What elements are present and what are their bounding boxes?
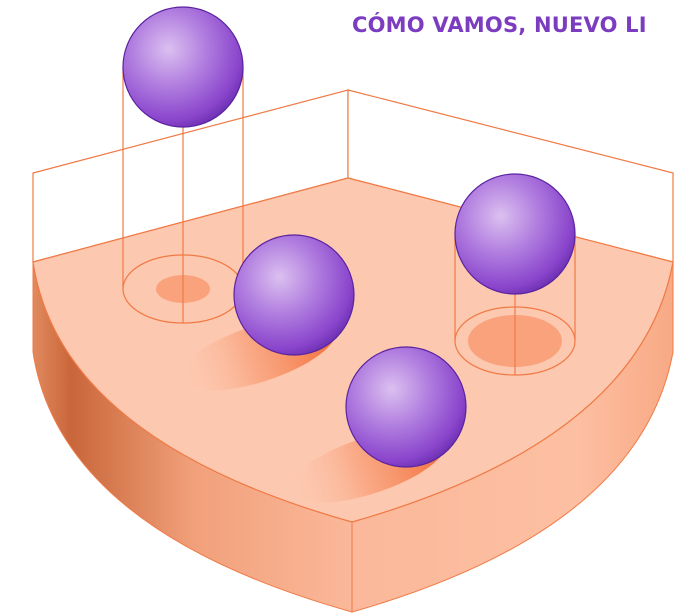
floating-sphere-left: [122, 6, 244, 128]
resting-sphere-front: [345, 346, 467, 468]
floating-sphere-right: [454, 173, 576, 295]
resting-sphere-center: [233, 234, 355, 356]
page-title: CÓMO VAMOS, NUEVO LI: [352, 13, 647, 37]
right-projection: [454, 234, 576, 376]
